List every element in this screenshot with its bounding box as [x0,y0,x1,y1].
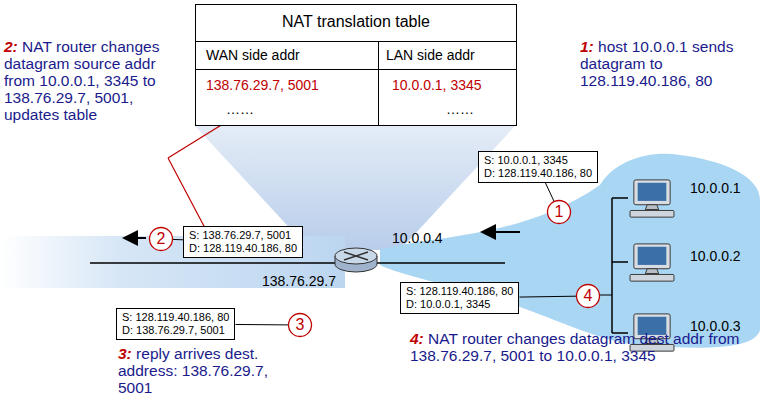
nat-table: NAT translation tableWAN side addr LAN si… [195,4,517,126]
callout-number: 2 [148,226,174,252]
lan-wire [612,198,628,333]
table-rule [196,69,516,70]
host-icon [630,244,674,281]
router-icon [335,248,377,272]
callout-link [545,183,554,202]
host-address: 10.0.0.3 [690,318,741,334]
table-rule [378,41,379,125]
callout-circle: 4 [575,283,601,309]
datagram-field: S: 10.0.0.1, 3345 [484,154,592,167]
datagram-field: S: 138.76.29.7, 5001 [189,229,297,242]
step-note: reply arrives dest. address: 138.76.29.7… [118,345,268,396]
wan-band [0,236,345,288]
callout-number: 3 [287,312,313,338]
datagram-box: S: 138.76.29.7, 5001D: 128.119.40.186, 8… [183,226,303,258]
datagram-field: D: 128.119.40.186, 80 [189,242,297,255]
table-cell: …… [226,101,254,117]
callout-link [235,324,288,325]
step-note: NAT router changes datagram dest addr fr… [410,330,739,364]
step-number: 4: [410,330,424,347]
callout-circle: 2 [148,226,174,252]
datagram-box: S: 128.119.40.186, 80D: 10.0.0.1, 3345 [400,282,519,314]
datagram-box: S: 10.0.0.1, 3345D: 128.119.40.186, 80 [478,151,598,183]
callout-circle: 3 [287,312,313,338]
annotation: 1: host 10.0.0.1 sends datagram to 128.1… [580,38,755,89]
step-note: NAT router changes datagram source addr … [4,38,159,123]
callout-link [172,239,183,240]
annotation: 4: NAT router changes datagram dest addr… [410,330,740,364]
datagram-field: D: 10.0.0.1, 3345 [406,298,513,311]
table-cell: …… [446,101,474,117]
table-title: NAT translation table [196,5,516,31]
callout-circle: 1 [546,199,572,225]
callout-link [519,296,576,298]
datagram-field: S: 128.119.40.186, 80 [122,311,229,324]
step-note: host 10.0.0.1 sends datagram to 128.119.… [580,38,733,89]
table-cell: 138.76.29.7, 5001 [206,77,319,93]
step-number: 3: [118,345,132,362]
step-number: 1: [580,38,594,55]
datagram-field: S: 128.119.40.186, 80 [406,285,513,298]
datagram-field: D: 128.119.40.186, 80 [484,167,592,180]
table-cell: WAN side addr [206,47,300,63]
callout-number: 1 [546,199,572,225]
table-cell: LAN side addr [386,47,475,63]
annotation: 3: reply arrives dest. address: 138.76.2… [118,345,288,396]
annotation: 2: NAT router changes datagram source ad… [4,38,166,123]
router-address: 138.76.29.7 [262,273,336,289]
host-address: 10.0.0.2 [690,248,741,264]
host-address: 10.0.0.1 [690,180,741,196]
step-number: 2: [4,38,18,55]
host-icon [630,180,674,217]
table-cell: 10.0.0.1, 3345 [392,77,482,93]
callout-number: 4 [575,283,601,309]
datagram-box: S: 128.119.40.186, 80D: 138.76.29.7, 500… [116,308,235,340]
table-rule [196,41,516,42]
datagram-field: D: 138.76.29.7, 5001 [122,324,229,337]
router-address: 10.0.0.4 [392,230,443,246]
